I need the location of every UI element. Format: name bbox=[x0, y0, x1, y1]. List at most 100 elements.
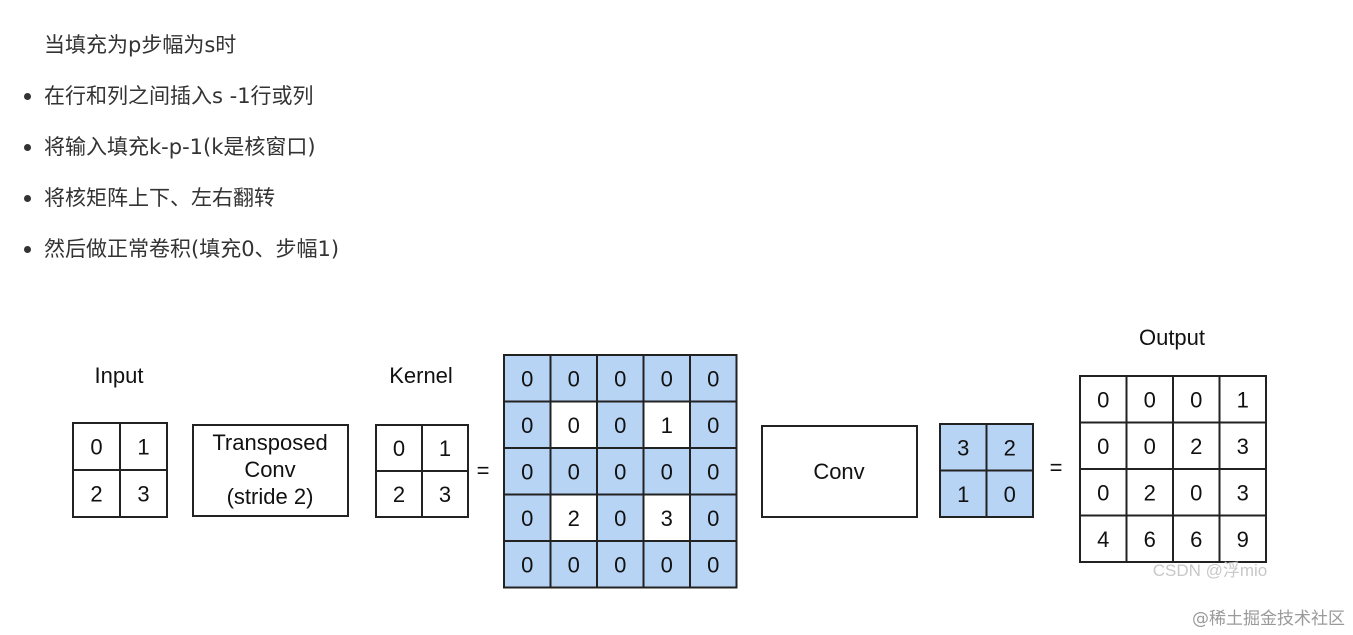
padded-cell-value: 0 bbox=[614, 506, 626, 531]
padded-cell bbox=[503, 400, 552, 449]
output-cell-value: 0 bbox=[1097, 434, 1109, 459]
output-cell bbox=[1172, 468, 1221, 517]
kernel-grid: 0 1 2 3 bbox=[375, 424, 469, 518]
bullet-dot-icon bbox=[24, 246, 31, 253]
padded-cell bbox=[596, 540, 645, 589]
output-cell-value: 6 bbox=[1190, 527, 1202, 552]
padded-cell-value: 0 bbox=[614, 366, 626, 391]
input-cell-value: 2 bbox=[90, 482, 102, 507]
padded-cell-value: 0 bbox=[707, 413, 719, 438]
transposed-conv-line-2: Conv bbox=[244, 457, 295, 482]
padded-cell-value: 0 bbox=[568, 552, 580, 577]
output-cell-value: 2 bbox=[1144, 480, 1156, 505]
flipped-kernel-cell bbox=[985, 423, 1034, 472]
padded-cell bbox=[689, 400, 738, 449]
transposed-conv-box bbox=[192, 424, 349, 517]
output-cell-value: 0 bbox=[1190, 387, 1202, 412]
padded-cell-value: 0 bbox=[521, 552, 533, 577]
input-cell bbox=[72, 469, 121, 518]
input-cell-value: 0 bbox=[90, 435, 102, 460]
intro-text: 当填充为p步幅为s时 bbox=[44, 33, 237, 57]
kernel-cell-value: 0 bbox=[393, 436, 405, 461]
output-cell-value: 0 bbox=[1144, 387, 1156, 412]
padded-cell-value: 0 bbox=[661, 366, 673, 391]
padded-cell-value: 0 bbox=[521, 413, 533, 438]
padded-cell bbox=[503, 493, 552, 542]
transposed-conv-line-3: (stride 2) bbox=[227, 484, 314, 509]
padded-cell bbox=[549, 540, 598, 589]
padded-cell-value: 1 bbox=[661, 413, 673, 438]
output-cell-value: 4 bbox=[1097, 527, 1109, 552]
padded-cell-value: 0 bbox=[521, 459, 533, 484]
padded-cell-value: 3 bbox=[661, 506, 673, 531]
padded-cell-value: 0 bbox=[521, 506, 533, 531]
output-cell-value: 0 bbox=[1097, 480, 1109, 505]
bullet-text: 然后做正常卷积(填充0、步幅1) bbox=[44, 237, 340, 261]
padded-cell bbox=[689, 447, 738, 496]
padded-cell-value: 0 bbox=[614, 413, 626, 438]
output-cell bbox=[1125, 375, 1174, 424]
padded-cell-value: 0 bbox=[568, 366, 580, 391]
padded-cell-value: 0 bbox=[521, 366, 533, 391]
bullet-dot-icon bbox=[24, 195, 31, 202]
bullet-text: 在行和列之间插入s -1行或列 bbox=[44, 84, 314, 108]
padded-cell bbox=[503, 540, 552, 589]
padded-cell-value: 0 bbox=[614, 459, 626, 484]
output-cell bbox=[1125, 421, 1174, 470]
output-cell-value: 0 bbox=[1097, 387, 1109, 412]
flipped-kernel-cell-value: 2 bbox=[1004, 435, 1016, 460]
bullet-text: 将输入填充k-p-1(k是核窗口) bbox=[44, 135, 316, 159]
output-cell bbox=[1218, 514, 1267, 563]
bullet-item: 将核矩阵上下、左右翻转 bbox=[0, 183, 339, 234]
output-cell-value: 3 bbox=[1237, 480, 1249, 505]
equals-sign-2: = bbox=[1050, 455, 1063, 480]
padded-cell-value: 0 bbox=[661, 552, 673, 577]
output-cell-value: 9 bbox=[1237, 527, 1249, 552]
padded-cell bbox=[549, 493, 598, 542]
kernel-cell-value: 3 bbox=[439, 482, 451, 507]
bullet-dot-icon bbox=[24, 93, 31, 100]
input-cell bbox=[119, 469, 168, 518]
kernel-cell-value: 1 bbox=[439, 436, 451, 461]
output-cell-value: 0 bbox=[1144, 434, 1156, 459]
bullet-list: 在行和列之间插入s -1行或列 将输入填充k-p-1(k是核窗口) 将核矩阵上下… bbox=[0, 81, 339, 285]
kernel-cell-value: 2 bbox=[393, 482, 405, 507]
kernel-cell bbox=[421, 470, 469, 518]
padded-cell-value: 0 bbox=[661, 459, 673, 484]
watermark: CSDN @浮mio bbox=[1153, 561, 1268, 580]
padded-cell-value: 0 bbox=[568, 459, 580, 484]
bullet-item: 在行和列之间插入s -1行或列 bbox=[0, 81, 339, 132]
padded-cell-value: 0 bbox=[568, 413, 580, 438]
padded-cell-value: 0 bbox=[707, 552, 719, 577]
output-cell-value: 3 bbox=[1237, 434, 1249, 459]
kernel-cell bbox=[375, 424, 423, 472]
bullet-item: 然后做正常卷积(填充0、步幅1) bbox=[0, 234, 339, 285]
padded-cell bbox=[549, 400, 598, 449]
transposed-conv-line-1: Transposed bbox=[212, 430, 327, 455]
bullet-dot-icon bbox=[24, 144, 31, 151]
input-label: Input bbox=[95, 363, 144, 388]
kernel-cell bbox=[375, 470, 423, 518]
padded-cell-value: 0 bbox=[707, 506, 719, 531]
conv-box-label: Conv bbox=[813, 459, 864, 484]
output-label: Output bbox=[1139, 325, 1205, 350]
padded-cell-value: 2 bbox=[568, 506, 580, 531]
padded-cell bbox=[689, 540, 738, 589]
output-cell bbox=[1172, 514, 1221, 563]
bullet-text: 将核矩阵上下、左右翻转 bbox=[44, 186, 275, 210]
output-cell bbox=[1125, 514, 1174, 563]
flipped-kernel-cell bbox=[985, 469, 1034, 518]
kernel-label: Kernel bbox=[389, 363, 453, 388]
padded-cell-value: 0 bbox=[614, 552, 626, 577]
input-cell-value: 3 bbox=[137, 482, 149, 507]
flipped-kernel-cell-value: 0 bbox=[1004, 482, 1016, 507]
padded-cell-value: 0 bbox=[707, 459, 719, 484]
flipped-kernel-cell bbox=[939, 423, 988, 472]
conv-box bbox=[761, 425, 918, 518]
output-cell-value: 0 bbox=[1190, 480, 1202, 505]
